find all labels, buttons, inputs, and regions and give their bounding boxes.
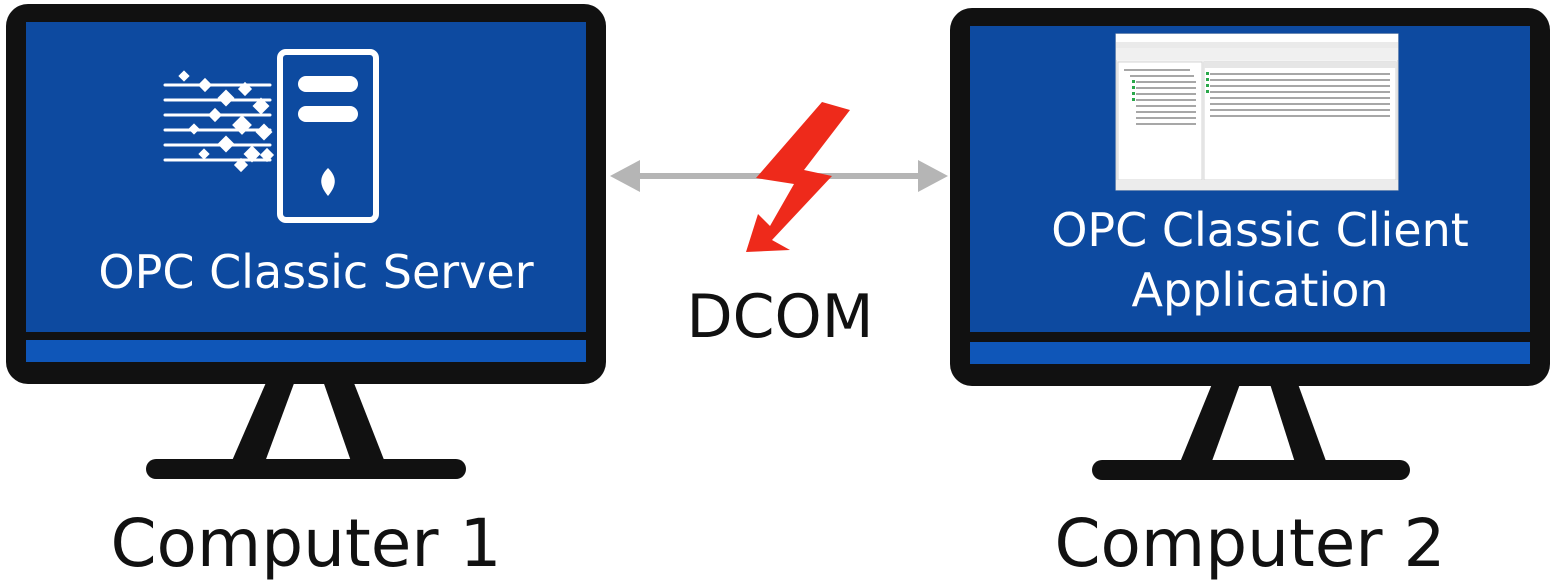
client-app-window-icon	[1115, 33, 1399, 191]
computer-2-caption: Computer 2	[1054, 505, 1446, 582]
monitor-taskbar	[970, 342, 1530, 364]
monitor-stand-left-leg	[1176, 384, 1240, 472]
monitor-base	[146, 459, 466, 479]
computer-1-caption: Computer 1	[110, 505, 502, 582]
client-label-line-2: Application	[1131, 263, 1389, 317]
monitor-stand-right-leg	[1270, 384, 1330, 472]
client-label-line-1: OPC Classic Client	[1051, 203, 1469, 257]
monitor-base	[1092, 460, 1410, 480]
server-label: OPC Classic Server	[98, 245, 534, 299]
monitor-stand-left-leg	[228, 378, 296, 470]
dcom-label: DCOM	[686, 282, 874, 352]
lightning-bolt-icon	[746, 102, 850, 252]
server-data-icon	[163, 49, 379, 223]
monitor-taskbar	[26, 340, 586, 362]
monitor-stand-right-leg	[322, 378, 388, 470]
